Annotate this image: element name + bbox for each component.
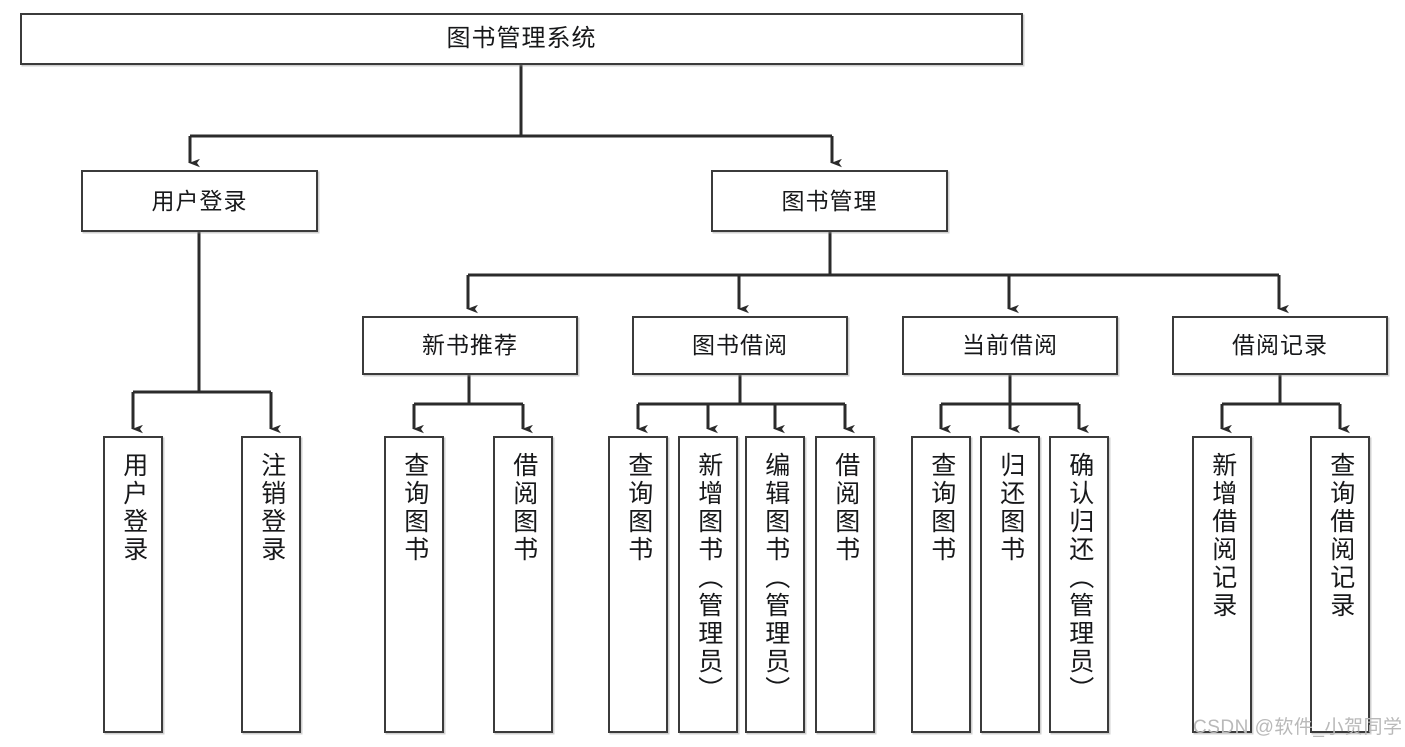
node-leaf-confirm-return-admin[interactable]: 确认归还（管理员） xyxy=(1049,436,1109,733)
node-book-management[interactable]: 图书管理 xyxy=(711,170,948,232)
node-label: 用户登录 xyxy=(151,187,248,214)
node-label: 注销登录 xyxy=(257,452,286,564)
node-label: 借阅记录 xyxy=(1232,332,1328,359)
node-new-book-recommend[interactable]: 新书推荐 xyxy=(362,316,578,375)
node-label: 借阅图书 xyxy=(509,452,538,564)
node-leaf-user-login[interactable]: 用户登录 xyxy=(103,436,163,733)
node-label: 新增图书（管理员） xyxy=(694,452,723,704)
node-label: 查询图书 xyxy=(927,452,956,564)
node-label: 归还图书 xyxy=(996,452,1025,564)
node-leaf-query-book-recommend[interactable]: 查询图书 xyxy=(384,436,444,733)
node-label: 新增借阅记录 xyxy=(1208,452,1237,620)
csdn-watermark: CSDN @软件_小贺同学 xyxy=(1193,717,1403,738)
node-leaf-query-borrow-record[interactable]: 查询借阅记录 xyxy=(1310,436,1370,733)
node-label: 确认归还（管理员） xyxy=(1065,452,1094,704)
node-label: 图书管理系统 xyxy=(446,25,597,52)
node-leaf-query-book-current[interactable]: 查询图书 xyxy=(911,436,971,733)
node-leaf-query-book-borrow[interactable]: 查询图书 xyxy=(608,436,668,733)
node-label: 图书管理 xyxy=(781,187,878,214)
node-label: 编辑图书（管理员） xyxy=(761,452,790,704)
node-leaf-borrow-book[interactable]: 借阅图书 xyxy=(815,436,875,733)
node-label: 当前借阅 xyxy=(962,332,1058,359)
node-label: 借阅图书 xyxy=(831,452,860,564)
node-leaf-add-book-admin[interactable]: 新增图书（管理员） xyxy=(678,436,738,733)
node-leaf-logout[interactable]: 注销登录 xyxy=(241,436,301,733)
node-leaf-edit-book-admin[interactable]: 编辑图书（管理员） xyxy=(745,436,805,733)
node-current-borrow[interactable]: 当前借阅 xyxy=(902,316,1118,375)
node-root-system[interactable]: 图书管理系统 xyxy=(20,13,1023,65)
node-borrow-record[interactable]: 借阅记录 xyxy=(1172,316,1388,375)
node-label: 查询借阅记录 xyxy=(1326,452,1355,620)
node-user-login[interactable]: 用户登录 xyxy=(81,170,318,232)
node-label: 查询图书 xyxy=(400,452,429,564)
node-label: 用户登录 xyxy=(119,452,148,564)
node-leaf-add-borrow-record[interactable]: 新增借阅记录 xyxy=(1192,436,1252,733)
node-leaf-borrow-book-recommend[interactable]: 借阅图书 xyxy=(493,436,553,733)
node-label: 新书推荐 xyxy=(422,332,518,359)
node-book-borrow[interactable]: 图书借阅 xyxy=(632,316,848,375)
node-label: 查询图书 xyxy=(624,452,653,564)
node-leaf-return-book[interactable]: 归还图书 xyxy=(980,436,1040,733)
node-label: 图书借阅 xyxy=(692,332,788,359)
